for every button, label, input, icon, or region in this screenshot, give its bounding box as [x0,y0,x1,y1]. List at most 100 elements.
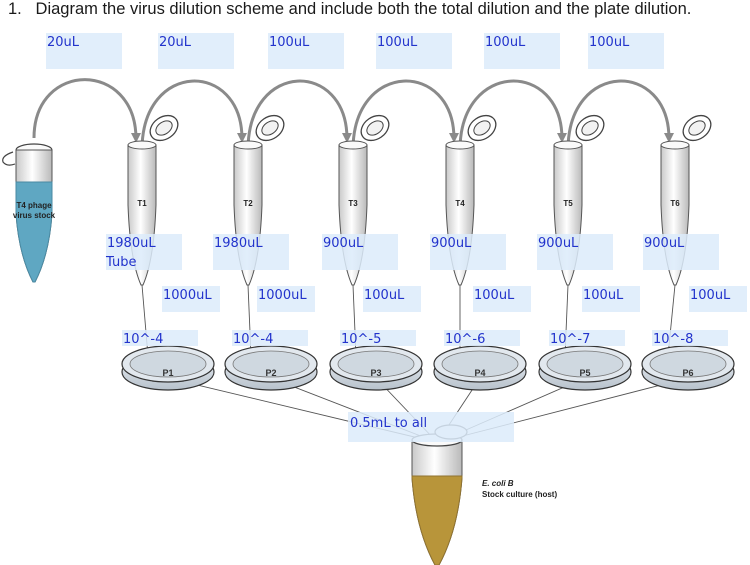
cap-inner [366,120,384,136]
petri-plate: P3 [329,345,423,391]
stock-label: virus stock [13,211,56,220]
plate-label: P6 [682,368,693,378]
tube-volume-label: 900uL [323,236,364,251]
answer-box [46,33,122,69]
answer-box [213,234,289,270]
answer-box [444,330,520,346]
plate-volume-label: 1000uL [258,288,307,303]
plate-dilution-label: 10^-5 [341,332,382,347]
plate-agar [129,350,207,378]
answer-box [484,33,560,69]
answer-box [376,33,452,69]
answer-box [232,330,308,346]
transfer-arrows [32,78,674,151]
plate-volume-label: 100uL [364,288,405,303]
tube-volume-label: 900uL [538,236,579,251]
answer-box [340,330,416,346]
petri-plate: P1 [121,345,215,391]
plate-dilution-label: 10^-6 [445,332,486,347]
answer-box [162,286,220,312]
answer-box [549,330,625,346]
transfer-arrow [566,79,674,151]
answer-box [322,234,398,270]
plate-agar [441,350,519,378]
tube-cap [682,114,712,142]
plate-dilution-label: 10^-8 [653,332,694,347]
plate-label: P3 [370,368,381,378]
plate-dilution-label: 10^-4 [123,332,164,347]
plate-volume-label: 100uL [690,288,731,303]
transfer-arrow [351,79,459,151]
host-label: Stock culture (host) [482,490,557,499]
answer-box [473,286,531,312]
tube-rim [445,140,475,150]
host-volume-note: 0.5mL to all [350,416,428,431]
tube-label: T1 [137,199,147,208]
host-liquid [411,475,463,565]
transfer-volume-label: 20uL [159,35,192,50]
transfer-arrow [140,79,247,151]
plate-volume-label: 100uL [474,288,515,303]
plate-dilution-label: 10^-4 [233,332,274,347]
plate-agar [546,350,624,378]
plate-label: P1 [162,368,173,378]
answer-box [363,286,421,312]
plate-dilution-label: 10^-7 [550,332,591,347]
tube-rim [338,140,368,150]
petri-plates: P1 P2 P3 P4 P5 P6 [121,345,735,391]
plate-label: P4 [474,368,485,378]
transfer-arrow [32,78,141,143]
tube-volume-label: 900uL [431,236,472,251]
petri-plate: P5 [538,345,632,391]
plate-label: P2 [265,368,276,378]
tube-rim [553,140,583,150]
transfer-volume-label: 20uL [47,35,80,50]
transfer-arrow [458,79,567,151]
tube-label: T2 [243,199,253,208]
answer-box [257,286,315,312]
answer-box [652,330,728,346]
petri-plate: P2 [224,345,318,391]
tube-label: T3 [348,199,358,208]
plate-label: P5 [579,368,590,378]
tube-rim [233,140,263,150]
tube-label: T6 [670,199,680,208]
tube-rim [127,140,157,150]
answer-box [643,234,719,270]
petri-plate: P6 [641,345,735,391]
answer-box [106,234,182,270]
plate-agar [649,350,727,378]
transfer-volume-label: 100uL [377,35,418,50]
plate-agar [337,350,415,378]
tube-volume-label: 900uL [644,236,685,251]
tube-volume-label: 1980uL [214,236,263,251]
answer-box [588,33,664,69]
plate-agar [232,350,310,378]
tube-note: Tube [106,255,137,270]
transfer-volume-label: 100uL [485,35,526,50]
cap-inner [473,120,491,136]
answer-box [689,286,747,312]
tube-cap [575,114,605,142]
stock-label: T4 phage [16,201,52,210]
question-number: 1. [8,0,22,18]
plate-volume-label: 100uL [583,288,624,303]
plate-volume-label: 1000uL [163,288,212,303]
tube-cap [149,114,179,142]
transfer-arrow [246,79,352,151]
petri-plate: P4 [433,345,527,391]
stock-cap-hinge [2,151,16,166]
tube-label: T4 [455,199,465,208]
tube-cap [467,114,497,142]
answer-box [122,330,198,346]
answer-box [537,234,613,270]
answer-box [158,33,234,69]
answer-box [582,286,640,312]
tube-cap [255,114,285,142]
tube-volume-label: 1980uL [107,236,156,251]
cap-inner [581,120,599,136]
